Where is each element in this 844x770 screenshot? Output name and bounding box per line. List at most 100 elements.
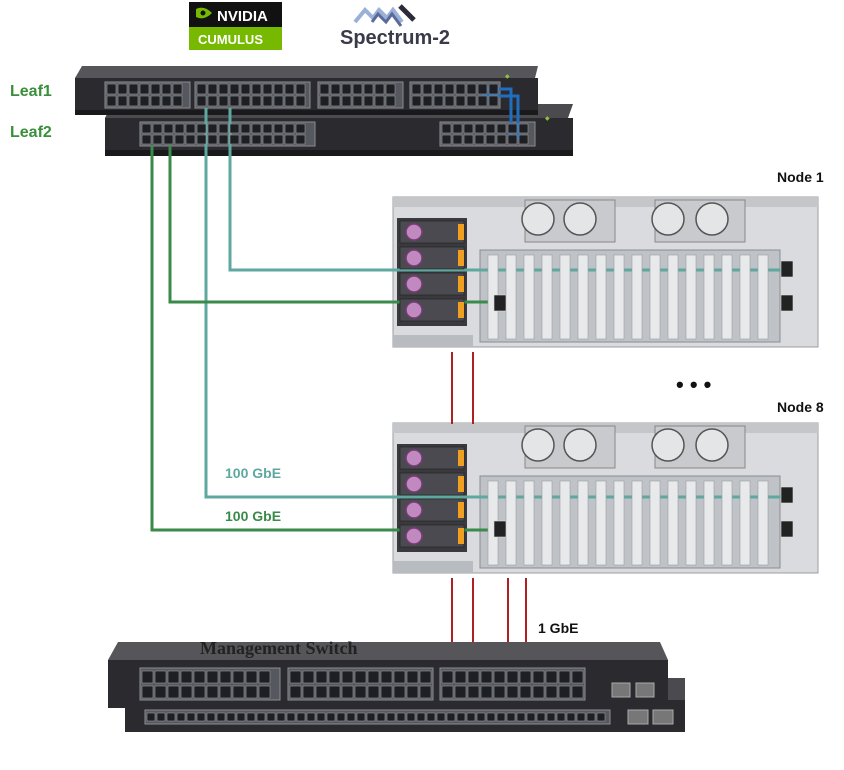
mgmt-rear-port [316,712,326,722]
mgmt-port [571,670,584,684]
mgmt-port [167,670,180,684]
nvidia-eye-icon [196,7,212,19]
leaf1-port [172,83,183,95]
leaf1-port [229,95,240,107]
node-1-pcie-slot [757,254,769,340]
mgmt-port [141,670,154,684]
mgmt-port [302,670,315,684]
leaf1-port [444,95,455,107]
leaf2-port [251,134,262,145]
leaf1-port [341,83,352,95]
mgmt-port [454,670,467,684]
mgmt-port [354,670,367,684]
mgmt-rear-port [256,712,266,722]
leaf2-port [141,134,152,145]
leaf1-label: Leaf1 [10,83,52,100]
leaf2-port [441,123,452,134]
leaf1-port [295,83,306,95]
mgmt-rear-port [376,712,386,722]
node-8-pcie-slot [739,480,751,566]
mgmt-rear-port [366,712,376,722]
nvidia-cumulus-logo: NVIDIA CUMULUS [189,2,282,50]
leaf1-port [139,95,150,107]
leaf2-port [262,123,273,134]
node-1-pcie-slot [613,254,625,340]
leaf1-port [411,83,422,95]
leaf1-port [488,95,499,107]
mgmt-rear-port [236,712,246,722]
leaf1-port [477,95,488,107]
leaf1-port [161,95,172,107]
node-8-pcie-slot [631,480,643,566]
mgmt-port [519,685,532,699]
leaf2-to-node1-cable [168,146,500,304]
leaf1-port [422,83,433,95]
mgmt-port [341,685,354,699]
leaf1-port [455,95,466,107]
leaf2-port [262,134,273,145]
node-8-pcie-slot [685,480,697,566]
mgmt-rear-port [226,712,236,722]
leaf1-port [385,95,396,107]
leaf1-port [319,95,330,107]
node-1-nic-port-2 [780,294,794,312]
mgmt-rear-port [246,712,256,722]
leaf2-mini-logo: ◆ [545,116,550,122]
leaf1-port [128,95,139,107]
mgmt-port [258,670,271,684]
node-8-pcie-slot [613,480,625,566]
mgmt-port [380,670,393,684]
node-1-pcie-slot [505,254,517,340]
leaf1-port [352,83,363,95]
mgmt-rear-port [416,712,426,722]
mgmt-rear-port [546,712,556,722]
leaf2-port [163,134,174,145]
mgmt-rear-port [526,712,536,722]
leaf1-port [106,83,117,95]
leaf1-port [295,95,306,107]
leaf1-port [352,95,363,107]
node-8-psu-latch [458,528,464,544]
leaf1-port [284,95,295,107]
leaf1-port [488,83,499,95]
mgmt-port [441,670,454,684]
node-1-pcie-slot [523,254,535,340]
leaf2-port [229,134,240,145]
mgmt-rear-port [576,712,586,722]
leaf2-port [240,134,251,145]
leaf2-port [218,123,229,134]
mgmt-rear-port [446,712,456,722]
node-8-pcie-slot [703,480,715,566]
node-1-psu-fan-icon [405,223,423,241]
node-ellipsis: • • • [676,372,711,397]
leaf1-port [444,83,455,95]
mgmt-rear-port [276,712,286,722]
leaf1-port [218,95,229,107]
leaf2-port [507,134,518,145]
node-1-psu-fan-icon [405,275,423,293]
node-8-pcie-slot [757,480,769,566]
mgmt-port [154,670,167,684]
leaf1-port [273,95,284,107]
node-1-pcie-slot [685,254,697,340]
mgmt-rear-port [476,712,486,722]
leaf1-port [139,83,150,95]
leaf1-port [150,83,161,95]
leaf1-port [363,95,374,107]
leaf1-port [433,83,444,95]
mgmt-port [367,685,380,699]
node-8-label: Node 8 [777,399,824,415]
mgmt-rear-port [146,712,156,722]
mgmt-rear-port [346,712,356,722]
node-8-pcie-slot [559,480,571,566]
leaf2-port [174,123,185,134]
mgmt-rear-port [516,712,526,722]
mgmt-port [354,685,367,699]
mgmt-port [232,685,245,699]
mgmt-rear-port [306,712,316,722]
leaf1-port [240,83,251,95]
mgmt-rear-port [456,712,466,722]
leaf2-port [507,123,518,134]
mgmt-rear-port [426,712,436,722]
mgmt-rear-port [196,712,206,722]
